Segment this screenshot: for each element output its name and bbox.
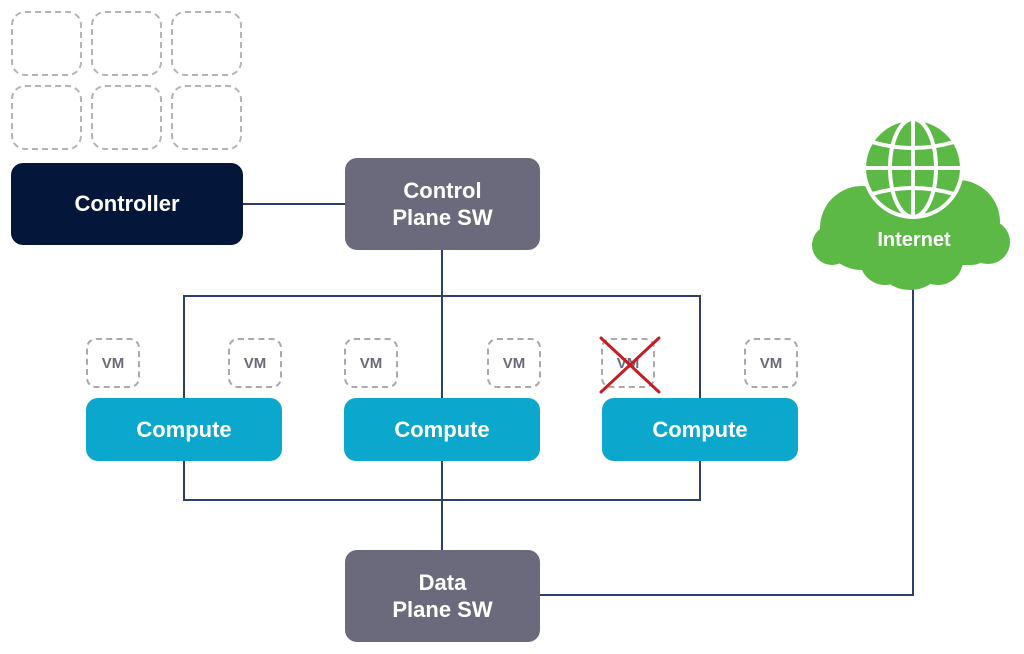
vm-label: VM [759,354,783,372]
globe-icon [862,117,964,219]
empty-slot [11,11,82,76]
vm-label: VM [101,354,125,372]
controller-box: Controller [11,163,243,245]
compute-label: Compute [136,416,232,442]
data-plane-label-line2: Plane SW [392,597,493,622]
vm-box: VM [744,338,798,388]
control-plane-label-line2: Plane SW [392,205,493,230]
failed-x-icon [599,336,661,394]
empty-slot [91,85,162,150]
vm-label: VM [359,354,383,372]
internet-label: Internet [877,229,951,251]
vm-box: VM [487,338,541,388]
control-plane-label-line1: Control [403,178,482,203]
vm-box: VM [344,338,398,388]
vm-label: VM [243,354,267,372]
control-plane-switch: Control Plane SW [345,158,540,250]
compute-node: Compute [86,398,282,461]
controller-label: Controller [74,191,180,216]
data-plane-label-line1: Data [418,570,467,595]
vm-box: VM [228,338,282,388]
compute-label: Compute [652,416,748,442]
empty-slot [11,85,82,150]
empty-slot [171,85,242,150]
vm-box-failed: VM [599,336,661,394]
compute-node: Compute [344,398,540,461]
empty-slot [91,11,162,76]
empty-slot [171,11,242,76]
data-plane-switch: Data Plane SW [345,550,540,642]
compute-label: Compute [394,416,490,442]
internet-cloud [812,117,1010,290]
compute-node: Compute [602,398,798,461]
data-plane-to-internet-link [540,285,914,596]
vm-box: VM [86,338,140,388]
vm-label: VM [502,354,526,372]
